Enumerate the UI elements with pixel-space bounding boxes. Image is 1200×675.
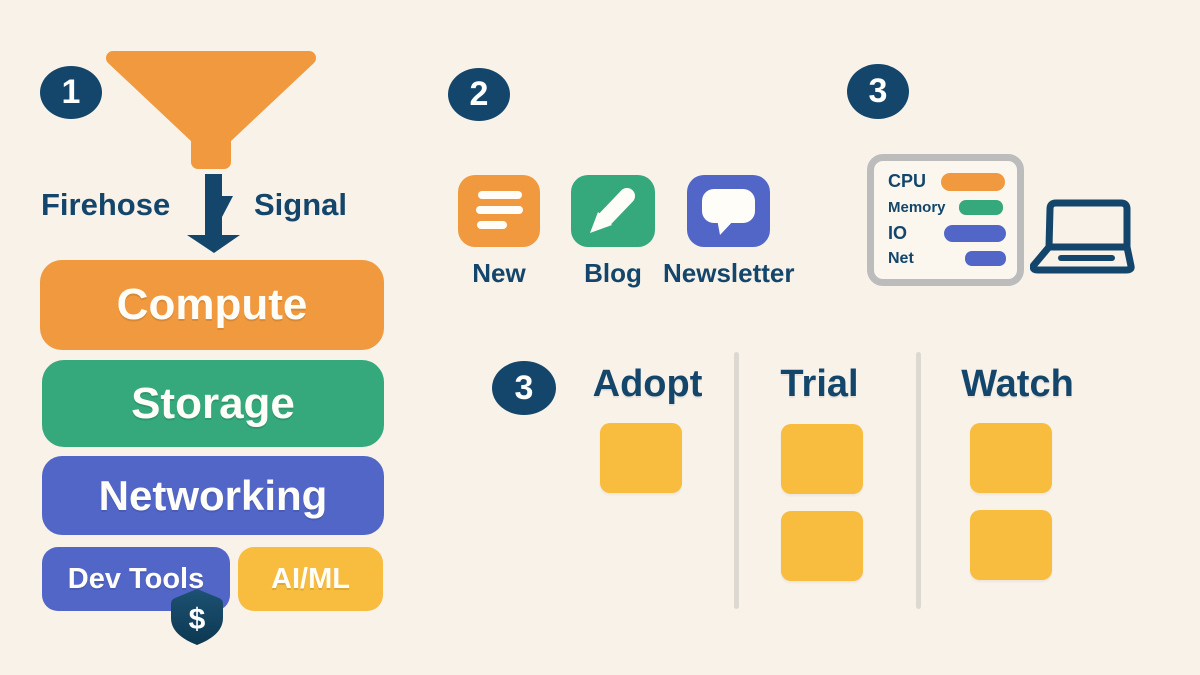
article-lines-icon — [476, 191, 523, 229]
category-networking: Networking — [42, 456, 384, 535]
adopt-header: Adopt — [592, 363, 703, 405]
new-label: New — [472, 258, 526, 288]
radar-step-badge-3: 3 — [492, 361, 556, 415]
trial-header: Trial — [780, 363, 859, 405]
metrics-panel: CPU Memory IO Net — [867, 154, 1024, 286]
cost-shield-icon: $ — [171, 589, 223, 645]
category-ai-ml-label: AI/ML — [271, 562, 350, 595]
blog-label: Blog — [584, 258, 642, 288]
category-dev-tools: Dev Tools — [42, 547, 230, 611]
category-dev-tools-label: Dev Tools — [67, 562, 205, 595]
category-compute: Compute — [40, 260, 384, 350]
column-divider-1 — [734, 352, 739, 609]
funnel-icon — [106, 51, 316, 169]
category-storage: Storage — [42, 360, 384, 447]
newsletter-label: Newsletter — [663, 258, 795, 288]
category-ai-ml: AI/ML — [238, 547, 383, 611]
watch-cards — [970, 423, 1052, 580]
step-badge-2: 2 — [448, 68, 510, 121]
category-storage-label: Storage — [131, 378, 295, 428]
new-tile — [458, 175, 540, 247]
metric-cpu-label: CPU — [888, 171, 927, 191]
radar-card — [970, 510, 1052, 580]
metric-cpu-bar — [941, 173, 1005, 191]
step-badge-3: 3 — [847, 64, 909, 119]
watch-header: Watch — [961, 363, 1074, 405]
newsletter-tile — [687, 175, 770, 247]
step-badge-1: 1 — [40, 66, 102, 119]
metric-net-label: Net — [888, 250, 914, 267]
firehose-label: Firehose — [41, 187, 171, 222]
column-divider-2 — [916, 352, 921, 609]
pencil-icon — [590, 188, 635, 233]
category-compute-label: Compute — [116, 280, 308, 329]
metric-memory-label: Memory — [888, 199, 946, 216]
category-networking-label: Networking — [98, 471, 328, 519]
trial-cards — [781, 424, 863, 581]
adopt-cards — [600, 423, 682, 493]
radar-card — [781, 424, 863, 494]
metric-io-bar — [944, 225, 1006, 242]
down-arrow-icon — [187, 174, 240, 253]
metric-memory-bar — [959, 200, 1003, 215]
radar-card — [970, 423, 1052, 493]
blog-tile — [571, 175, 655, 247]
laptop-icon — [1030, 199, 1135, 274]
metric-net-bar — [965, 251, 1006, 266]
radar-card — [600, 423, 682, 493]
speech-bubble-icon — [702, 189, 755, 235]
radar-card — [781, 511, 863, 581]
metric-io-label: IO — [888, 223, 908, 243]
signal-label: Signal — [254, 187, 348, 222]
dollar-symbol: $ — [189, 603, 206, 636]
